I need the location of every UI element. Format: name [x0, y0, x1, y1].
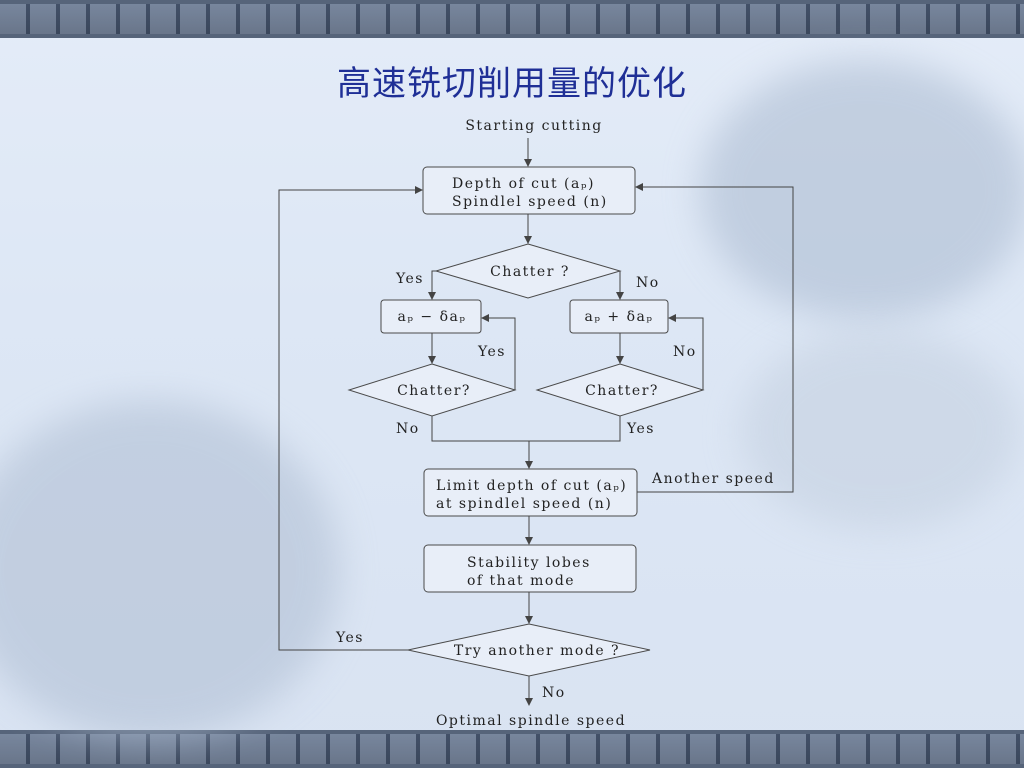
edge-right-no-loop	[668, 314, 704, 390]
limit-depth-label: Limit depth of cut (aₚ)	[436, 478, 627, 494]
background-wall-image	[700, 60, 1024, 320]
depth-of-cut-label: Depth of cut (aₚ)	[452, 176, 595, 192]
that-mode-label: of that mode	[467, 573, 575, 589]
optimal-speed-label: Optimal spindle speed	[436, 713, 626, 729]
slide-title: 高速铣切削用量的优化	[337, 64, 687, 104]
edge-left-yes-loop	[481, 314, 516, 390]
left-yes-label: Yes	[477, 344, 506, 360]
chatter-main-label: Chatter ?	[490, 264, 570, 280]
another-speed-label: Another speed	[651, 471, 775, 487]
top-decorative-band	[0, 0, 1024, 38]
spindle-speed-label: Spindlel speed (n)	[452, 194, 608, 210]
stability-lobes-label: Stability lobes	[467, 555, 591, 571]
edge-left-no	[431, 416, 529, 442]
left-no-label: No	[396, 421, 420, 437]
stability-lobes-box	[423, 544, 637, 593]
chatter-right-label: Chatter?	[585, 383, 659, 399]
background-wall-image	[740, 330, 1020, 530]
edge-right-yes	[529, 416, 621, 442]
edge-another-speed-loop	[635, 183, 794, 493]
try-no-label: No	[542, 685, 566, 701]
right-no-label: No	[673, 344, 697, 360]
try-mode-label: Try another mode ?	[454, 643, 620, 659]
edge-try-yes-loop	[278, 186, 423, 651]
limit-speed-label: at spindlel speed (n)	[436, 496, 612, 512]
start-label: Starting cutting	[465, 118, 602, 134]
main-no-label: No	[636, 275, 660, 291]
chatter-decision-main	[434, 243, 622, 299]
try-yes-label: Yes	[335, 630, 364, 646]
decrease-depth-label: aₚ − δaₚ	[398, 309, 467, 325]
chatter-left-label: Chatter?	[397, 383, 471, 399]
increase-depth-label: aₚ + δaₚ	[585, 309, 654, 325]
edge-chatter-yes	[428, 270, 436, 300]
right-yes-label: Yes	[626, 421, 655, 437]
background-wall-image	[0, 400, 340, 740]
main-yes-label: Yes	[395, 271, 424, 287]
